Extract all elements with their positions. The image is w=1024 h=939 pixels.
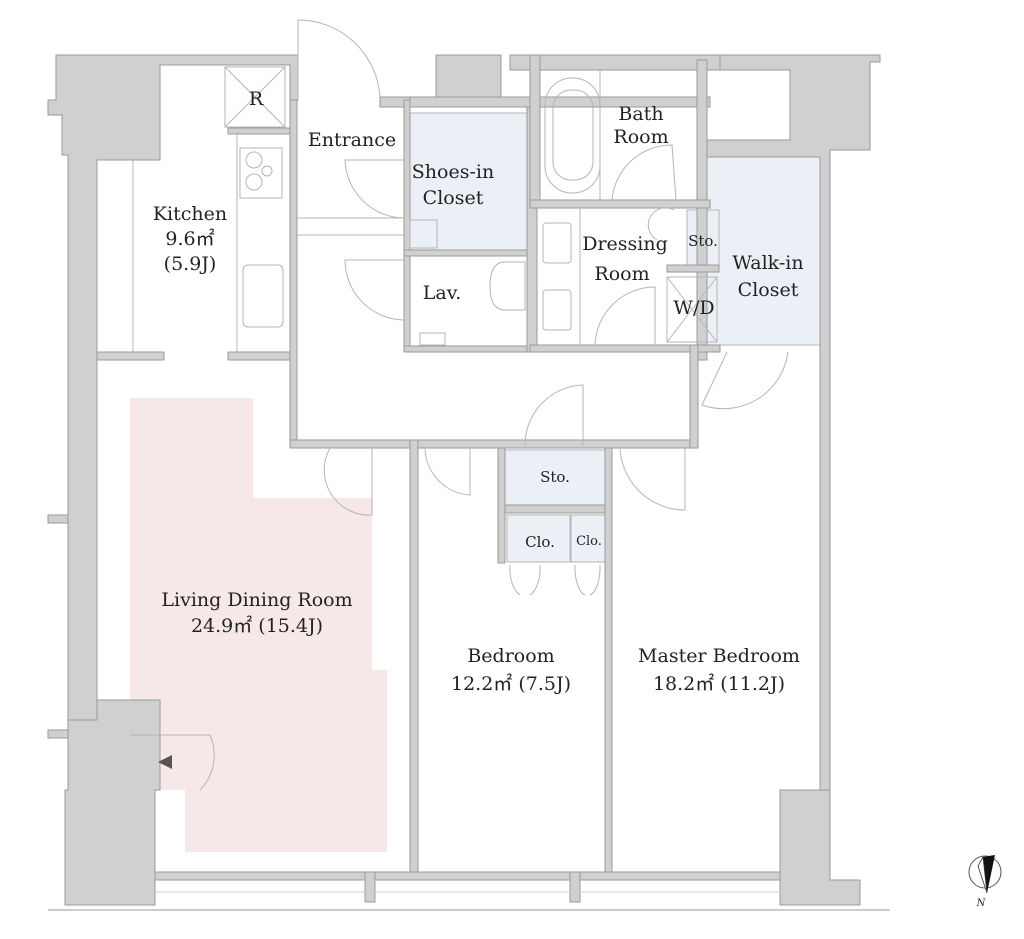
- hall-storage-label: Sto.: [540, 468, 570, 486]
- closet-b-area: [570, 514, 606, 563]
- door-swings: [130, 19, 789, 791]
- washer-dryer-label: W/D: [673, 297, 715, 319]
- living-area-highlight: [130, 398, 387, 852]
- lavatory-label: Lav.: [422, 282, 462, 304]
- master-bedroom-name: Master Bedroom: [638, 645, 800, 667]
- master-bedroom-area: 18.2㎡ (11.2J): [652, 673, 786, 695]
- bath-label-2: Room: [613, 126, 669, 148]
- entrance-label: Entrance: [307, 129, 397, 151]
- bedroom-area: 12.2㎡ (7.5J): [450, 673, 572, 695]
- entry-arrow-icon: [158, 755, 172, 769]
- bedroom-name: Bedroom: [467, 645, 555, 667]
- bath-label-1: Bath: [618, 103, 664, 125]
- closet-a-area: [506, 514, 571, 563]
- kitchen-tatami: (5.9J): [163, 253, 217, 275]
- closet-a-label: Clo.: [525, 533, 555, 551]
- shoes-closet-label-1: Shoes-in: [411, 161, 495, 183]
- kitchen-name: Kitchen: [152, 203, 228, 225]
- living-area: 24.9㎡ (15.4J): [190, 615, 324, 637]
- kitchen-area: 9.6㎡: [165, 228, 215, 250]
- walk-in-closet-area: [706, 156, 821, 346]
- walk-in-closet-label-1: Walk-in: [732, 252, 804, 274]
- dressing-storage-label: Sto.: [688, 232, 718, 250]
- closet-b-label: Clo.: [576, 534, 602, 549]
- compass-icon: [968, 855, 1002, 894]
- dressing-label-1: Dressing: [582, 233, 668, 255]
- walk-in-closet-label-2: Closet: [737, 279, 799, 301]
- fixtures: [132, 66, 718, 352]
- living-name: Living Dining Room: [161, 589, 353, 611]
- refrigerator-label: R: [248, 88, 264, 110]
- dressing-label-2: Room: [594, 263, 650, 285]
- compass-north-label: N: [976, 898, 986, 909]
- walls: [47, 54, 890, 911]
- shoes-closet-label-2: Closet: [422, 187, 484, 209]
